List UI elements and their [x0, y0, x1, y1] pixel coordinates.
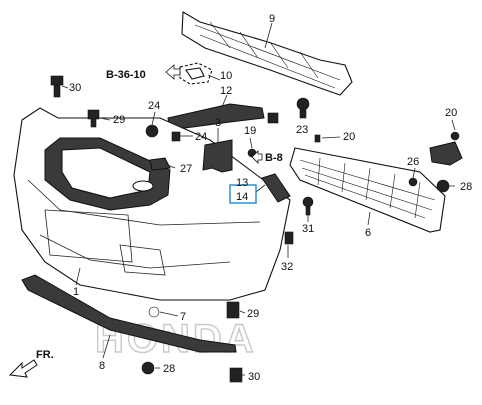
- front-direction-arrow-icon: [8, 359, 38, 378]
- callout-13: 13: [236, 177, 248, 189]
- reference-b-36-10: B-36-10: [106, 69, 146, 81]
- front-label: FR.: [36, 349, 54, 361]
- callout-8: 8: [99, 360, 105, 372]
- callout-1: 1: [73, 286, 79, 298]
- callout-6: 6: [365, 227, 371, 239]
- callout-20: 20: [343, 131, 355, 143]
- lower-grille-part: [289, 147, 446, 233]
- callout-31: 31: [302, 223, 314, 235]
- clip-part-27: [149, 157, 171, 171]
- callout-24b: 24: [195, 131, 207, 143]
- callout-9: 9: [269, 13, 275, 25]
- callout-7: 7: [180, 311, 186, 323]
- bolt-fasteners: [50, 75, 460, 383]
- callout-12: 12: [220, 85, 232, 97]
- highlight-box: [229, 184, 257, 204]
- callout-29b: 29: [247, 308, 259, 320]
- cap-part: [179, 62, 213, 85]
- callout-20b: 20: [445, 107, 457, 119]
- callout-19: 19: [244, 125, 256, 137]
- callout-30: 30: [69, 82, 81, 94]
- right-bracket-part: [429, 141, 463, 166]
- callout-26: 26: [407, 156, 419, 168]
- callout-24: 24: [148, 100, 160, 112]
- callout-29: 29: [113, 114, 125, 126]
- upper-grille-frame-part: [44, 137, 171, 211]
- side-spacer-part: [261, 173, 291, 203]
- callout-23: 23: [296, 124, 308, 136]
- callout-10: 10: [220, 70, 232, 82]
- callout-27: 27: [180, 163, 192, 175]
- leader-lines: [61, 22, 456, 376]
- callout-28: 28: [460, 181, 472, 193]
- reinforcement-beam-part: [181, 11, 353, 96]
- callout-32: 32: [281, 261, 293, 273]
- callout-14: 14: [236, 191, 248, 203]
- reference-b-8: B-8: [265, 152, 283, 164]
- reference-arrow-left-icon: [251, 150, 263, 164]
- callout-28b: 28: [163, 363, 175, 375]
- side-bracket-part: [202, 139, 233, 173]
- callout-30b: 30: [248, 371, 260, 383]
- lower-spoiler-part: [21, 274, 237, 353]
- callout-3: 3: [215, 117, 221, 129]
- reference-arrow-left-icon: [165, 64, 181, 80]
